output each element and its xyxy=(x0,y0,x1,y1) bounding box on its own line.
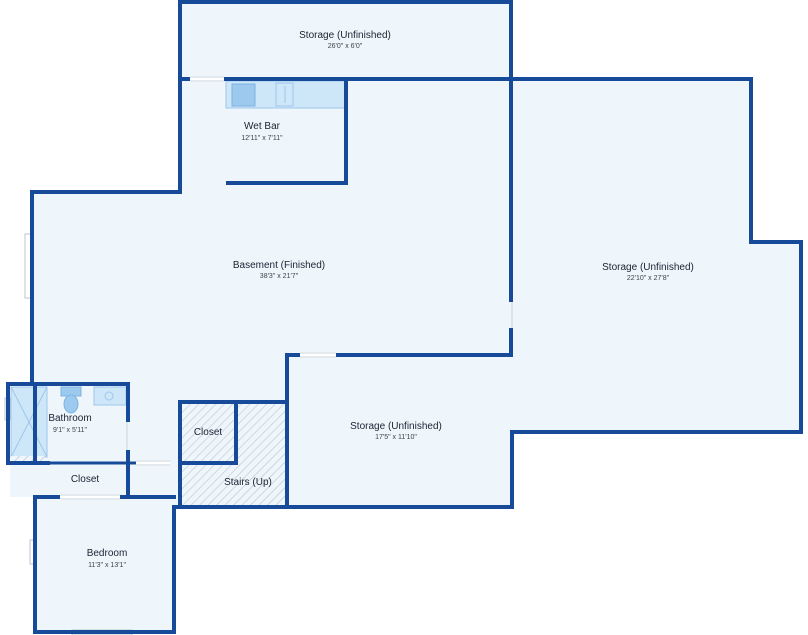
dims-storage-middle: 17'5" x 11'10" xyxy=(375,434,417,441)
floor-fills xyxy=(10,2,801,632)
label-storage-right: Storage (Unfinished) xyxy=(602,262,694,273)
dims-storage-right: 22'10" x 27'8" xyxy=(627,275,670,282)
label-bathroom: Bathroom xyxy=(48,413,91,424)
door-openings xyxy=(60,76,513,500)
label-wet-bar: Wet Bar xyxy=(244,121,281,132)
bath-floor-strip xyxy=(11,456,45,461)
dims-basement: 38'3" x 21'7" xyxy=(260,273,299,280)
dims-wet-bar: 12'11" x 7'11" xyxy=(241,135,283,142)
label-storage-middle: Storage (Unfinished) xyxy=(350,421,442,432)
label-basement: Basement (Finished) xyxy=(233,260,325,271)
label-stairs: Stairs (Up) xyxy=(224,477,272,488)
dims-bathroom: 9'1" x 5'11" xyxy=(53,427,87,434)
wall-outline-west xyxy=(30,77,182,465)
dims-storage-top: 26'0" x 6'0" xyxy=(328,43,363,50)
label-closet-left: Closet xyxy=(71,474,100,485)
room-labels: Storage (Unfinished) 26'0" x 6'0" Wet Ba… xyxy=(48,30,694,569)
toilet-bowl-icon xyxy=(63,394,79,414)
bathroom-fixtures xyxy=(10,386,127,461)
wall-bathroom xyxy=(33,382,130,422)
dims-bedroom: 11'3" x 13'1" xyxy=(88,562,126,569)
stairs-hatch xyxy=(180,402,287,507)
label-bedroom: Bedroom xyxy=(87,548,128,559)
storage-top-floor xyxy=(180,2,511,79)
wall-bathroom-west xyxy=(6,382,50,465)
label-storage-top: Storage (Unfinished) xyxy=(299,30,391,41)
wall-wetbar xyxy=(226,77,348,185)
vanity-icon xyxy=(93,386,127,406)
wall-outline xyxy=(33,77,803,634)
label-closet-center: Closet xyxy=(194,427,223,438)
walls xyxy=(6,0,803,634)
wet-bar-counter xyxy=(225,80,347,109)
sink-icon xyxy=(231,83,256,107)
wall-storage-middle xyxy=(285,353,513,509)
